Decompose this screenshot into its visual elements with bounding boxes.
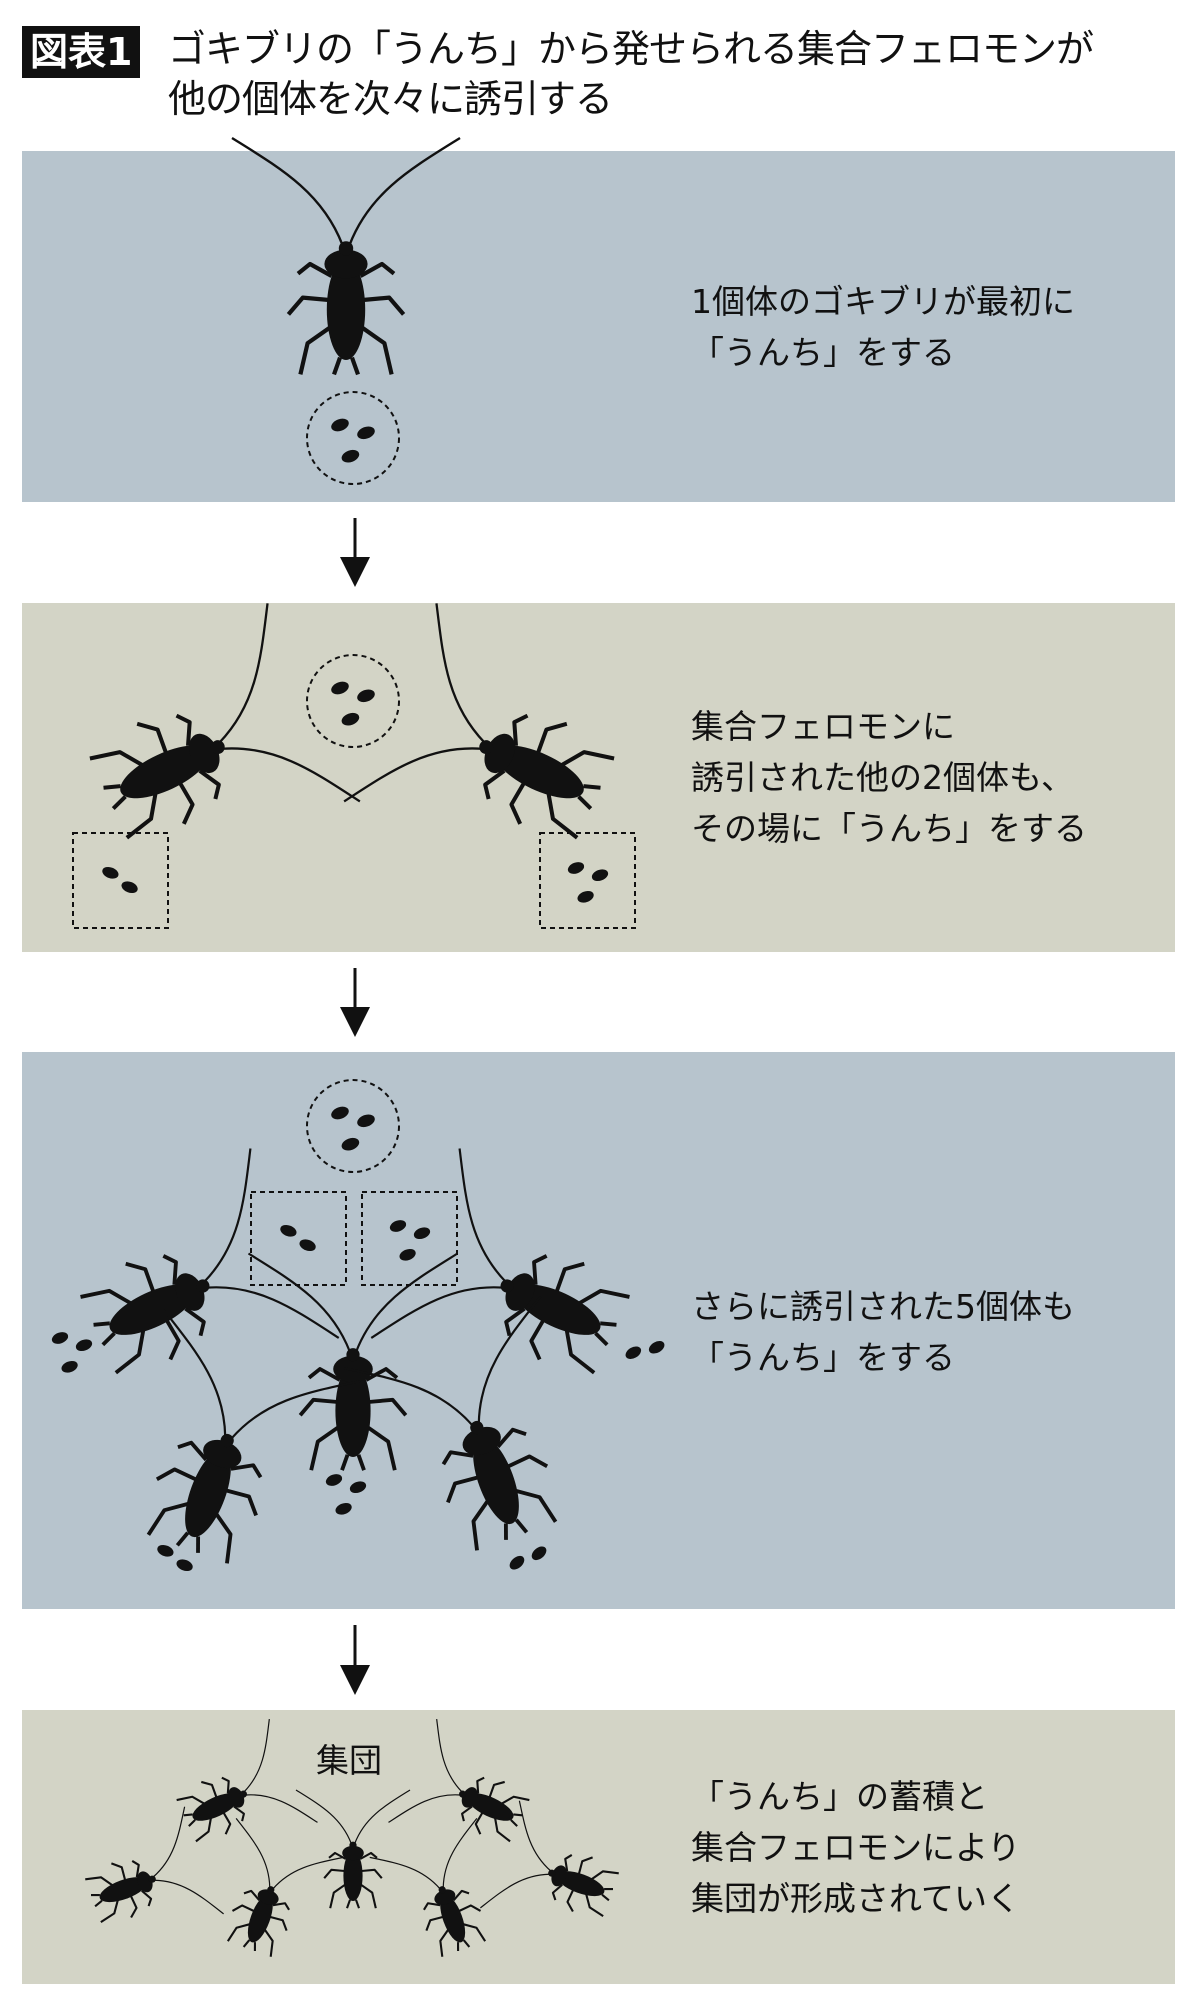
cockroach-icon [194,1817,345,1970]
step-3-caption: さらに誘引された5個体も「うんち」をする [691,1287,1075,1377]
figure-title: ゴキブリの「うんち」から発せられる集合フェロモンが 他の個体を次々に誘引する [168,27,1094,121]
cockroach-icon [72,1805,225,1956]
droppings-box [72,832,169,929]
step-4-caption: 「うんち」の蓄積と集合フェロモンにより集団が形成されていく [691,1777,1021,1918]
droppings-icon [329,416,377,465]
panel-step-1 [22,151,1175,502]
cockroach-icon [294,1788,412,1910]
cockroach-icon [368,1817,519,1970]
cockroach-icon [232,138,460,374]
droppings-icon [620,1325,670,1375]
droppings-icon [278,1222,318,1254]
droppings-icon [324,1472,368,1517]
droppings-icon [566,860,610,905]
cockroach-icon [161,1718,319,1874]
figure-badge: 図表1 [22,26,141,78]
droppings-box [539,832,636,929]
droppings-circle [306,1079,400,1173]
droppings-icon [388,1218,432,1263]
cockroach-icon [479,1799,632,1950]
group-label: 集団 [316,1741,382,1780]
step-2-caption: 集合フェロモンに誘引された他の2個体も、その場に「うんち」をする [691,707,1087,848]
cockroach-icon [369,1146,658,1432]
panel-step-4 [22,1710,1175,1984]
droppings-icon [505,1533,551,1583]
cockroach-icon [62,603,360,897]
droppings-circle [306,391,400,485]
cockroach-icon [342,1294,617,1574]
cockroach-icon [87,1307,362,1587]
droppings-box [361,1191,458,1286]
cockroach-icon [387,1718,545,1874]
droppings-icon [155,1542,195,1574]
droppings-box [250,1191,347,1286]
step-1-caption: 1個体のゴキブリが最初に「うんち」をする [691,282,1075,372]
droppings-icon [329,679,377,728]
cockroach-icon [246,1251,460,1473]
droppings-icon [50,1330,94,1375]
droppings-icon [100,864,140,896]
droppings-icon [329,1104,377,1153]
cockroach-icon [344,603,642,897]
cockroach-icon [52,1146,341,1432]
droppings-circle [306,654,400,748]
panel-step-2 [22,603,1175,952]
